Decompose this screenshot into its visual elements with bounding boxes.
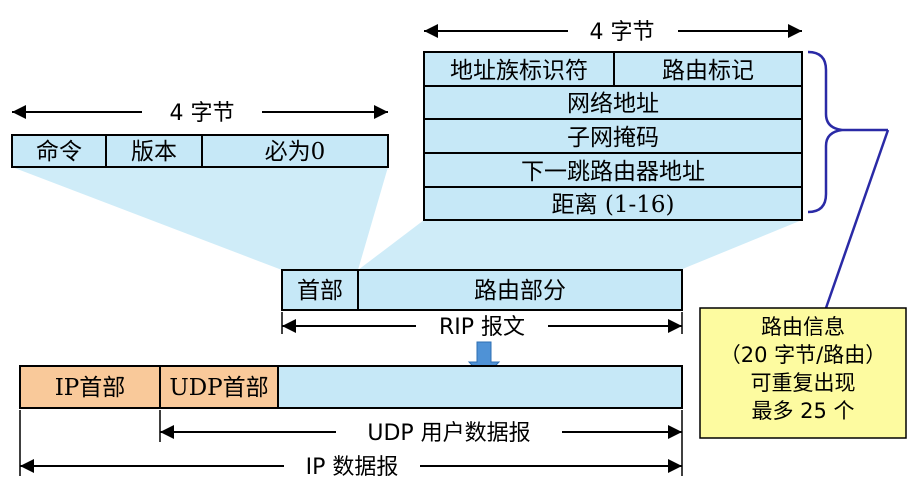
ip-header-cell: IP首部 xyxy=(55,375,126,401)
ip-packet-box: IP首部 UDP首部 xyxy=(19,365,683,409)
udp-datagram-span: UDP 用户数据报 xyxy=(160,421,682,446)
field-subnet-mask: 子网掩码 xyxy=(567,125,659,151)
header-width-indicator: 4 字节 xyxy=(12,101,388,126)
udp-header-cell: UDP首部 xyxy=(169,375,268,401)
note-line-2: （20 字节/路由） xyxy=(720,343,886,367)
field-distance: 距离 (1-16) xyxy=(552,192,675,218)
note-line-3: 可重复出现 xyxy=(751,371,856,395)
rip-message-span: RIP 报文 xyxy=(282,315,682,340)
rip-message-box: 首部 路由部分 xyxy=(281,269,683,311)
header-zoom-projection xyxy=(12,167,388,270)
brace-connector-diagonal xyxy=(824,129,890,309)
rip-message-label: RIP 报文 xyxy=(439,315,525,340)
field-must-be-zero: 必为0 xyxy=(265,139,326,165)
rip-routing-part-cell: 路由部分 xyxy=(474,278,566,304)
rip-header-cell: 首部 xyxy=(297,278,343,304)
field-network-address: 网络地址 xyxy=(567,91,659,117)
field-route-tag: 路由标记 xyxy=(662,58,754,84)
rip-header-fields: 命令 版本 必为0 xyxy=(11,134,389,168)
route-width-label: 4 字节 xyxy=(590,20,655,45)
note-line-1: 路由信息 xyxy=(761,315,845,339)
ip-datagram-span: IP 数据报 xyxy=(20,455,682,480)
note-line-4: 最多 25 个 xyxy=(751,399,854,423)
route-zoom-projection xyxy=(358,220,802,270)
field-version: 版本 xyxy=(131,139,177,165)
field-command: 命令 xyxy=(36,139,82,165)
route-entry-brace xyxy=(807,50,843,214)
udp-datagram-label: UDP 用户数据报 xyxy=(367,421,530,446)
header-width-label: 4 字节 xyxy=(170,101,235,126)
routing-info-note: 路由信息 （20 字节/路由） 可重复出现 最多 25 个 xyxy=(699,307,907,439)
route-entry-table: 地址族标识符 路由标记 网络地址 子网掩码 下一跳路由器地址 距离 (1-16) xyxy=(423,51,803,221)
field-next-hop: 下一跳路由器地址 xyxy=(521,159,705,185)
ip-datagram-label: IP 数据报 xyxy=(306,455,399,480)
field-address-family: 地址族标识符 xyxy=(450,58,588,84)
route-width-indicator: 4 字节 xyxy=(424,20,802,45)
